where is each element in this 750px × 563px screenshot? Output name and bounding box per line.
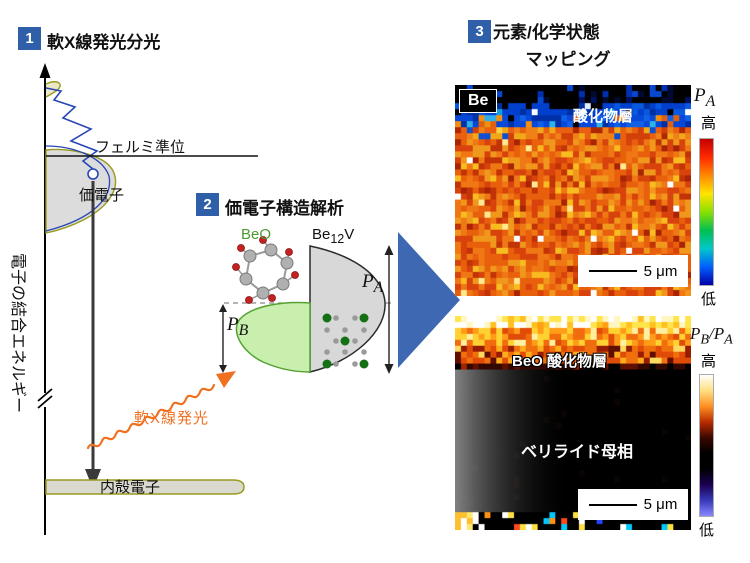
be12v-base: Be [312, 226, 331, 243]
pa-sub: A [373, 278, 384, 296]
step3-title: 元素/化学状態 マッピング [493, 18, 643, 70]
ratio-map: BeO 酸化物層 ベリライド母相 5 μm [455, 316, 691, 530]
xray-emission-label: 軟X線発光 [134, 410, 210, 427]
valence-hole-marker [87, 168, 99, 180]
colorbar-bottom [699, 374, 714, 517]
oxide-layer-label-bottom: BeO 酸化物層 [512, 353, 608, 370]
core-level-band [45, 479, 245, 495]
pb-range-arrow [219, 304, 227, 373]
be-map: Be 酸化物層 5 μm [455, 85, 691, 296]
pb-label: PB [227, 314, 248, 340]
valence-analysis-plot [219, 245, 394, 374]
pa-cb-sub: A [705, 92, 716, 110]
beryllide-matrix-label: ベリライド母相 [521, 444, 634, 461]
scalebar-bottom: 5 μm [578, 489, 688, 520]
beo-molecule [232, 236, 299, 304]
colorbar-top-high: 高 [701, 115, 717, 132]
binding-energy-axis-label: 電子の結合エネルギー [9, 252, 26, 413]
be12v-curve-label: Be12V [312, 226, 354, 246]
colorbar-top-low: 低 [701, 291, 717, 308]
step1-badge: 1 [18, 27, 41, 50]
scalebar-top: 5 μm [578, 255, 688, 287]
scalebar-label: 5 μm [643, 262, 678, 280]
colorbar-bottom-low: 低 [699, 522, 715, 539]
be12v-crystal [322, 313, 369, 369]
colorbar-bottom-high: 高 [701, 353, 717, 370]
be12v-sub: 12 [330, 232, 345, 246]
pa-cb-base: P [694, 85, 706, 106]
pa-base: P [362, 271, 374, 292]
be-tag: Be [459, 89, 498, 113]
flow-arrow [398, 232, 460, 368]
valence-label: 価電子 [79, 187, 125, 204]
step3-title-line1: 元素/化学状態 [493, 23, 600, 42]
step1-title: 軟X線発光分光 [47, 33, 161, 52]
fermi-level-label: フェルミ準位 [95, 139, 186, 156]
colorbar-top [699, 138, 714, 286]
pa-label: PA [362, 271, 383, 297]
valence-spectrum-curves [45, 81, 117, 234]
pbpa-sub2: A [724, 331, 733, 348]
pb-sub: B [238, 321, 249, 339]
pa-colorbar-label: PA [694, 85, 715, 111]
step3-badge: 3 [468, 20, 491, 43]
xray-emission-wave [86, 371, 236, 450]
pbpa-base2: P [713, 324, 725, 343]
pbpa-base: P [690, 324, 701, 343]
pa-range-arrow [384, 245, 394, 374]
pb-base: P [227, 314, 239, 335]
be12v-tail: V [344, 226, 355, 243]
beo-curve [235, 301, 311, 373]
oxide-layer-label-top: 酸化物層 [573, 108, 634, 125]
scalebar-line [588, 270, 637, 272]
scalebar-label: 5 μm [643, 496, 678, 513]
pbpa-sep: / [709, 324, 714, 343]
binding-energy-axis [39, 63, 51, 535]
step3-title-line2: マッピング [525, 50, 611, 69]
step2-badge: 2 [196, 193, 219, 216]
beo-curve-label: BeO [241, 226, 272, 243]
core-transition-arrow [85, 181, 101, 489]
pbpa-colorbar-label: PB/PA [690, 324, 733, 348]
core-level-label: 内殻電子 [100, 479, 161, 496]
scalebar-line [588, 503, 637, 506]
step2-title: 価電子構造解析 [225, 199, 344, 218]
axis-break [37, 388, 53, 409]
pbpa-sub: B [700, 331, 710, 348]
